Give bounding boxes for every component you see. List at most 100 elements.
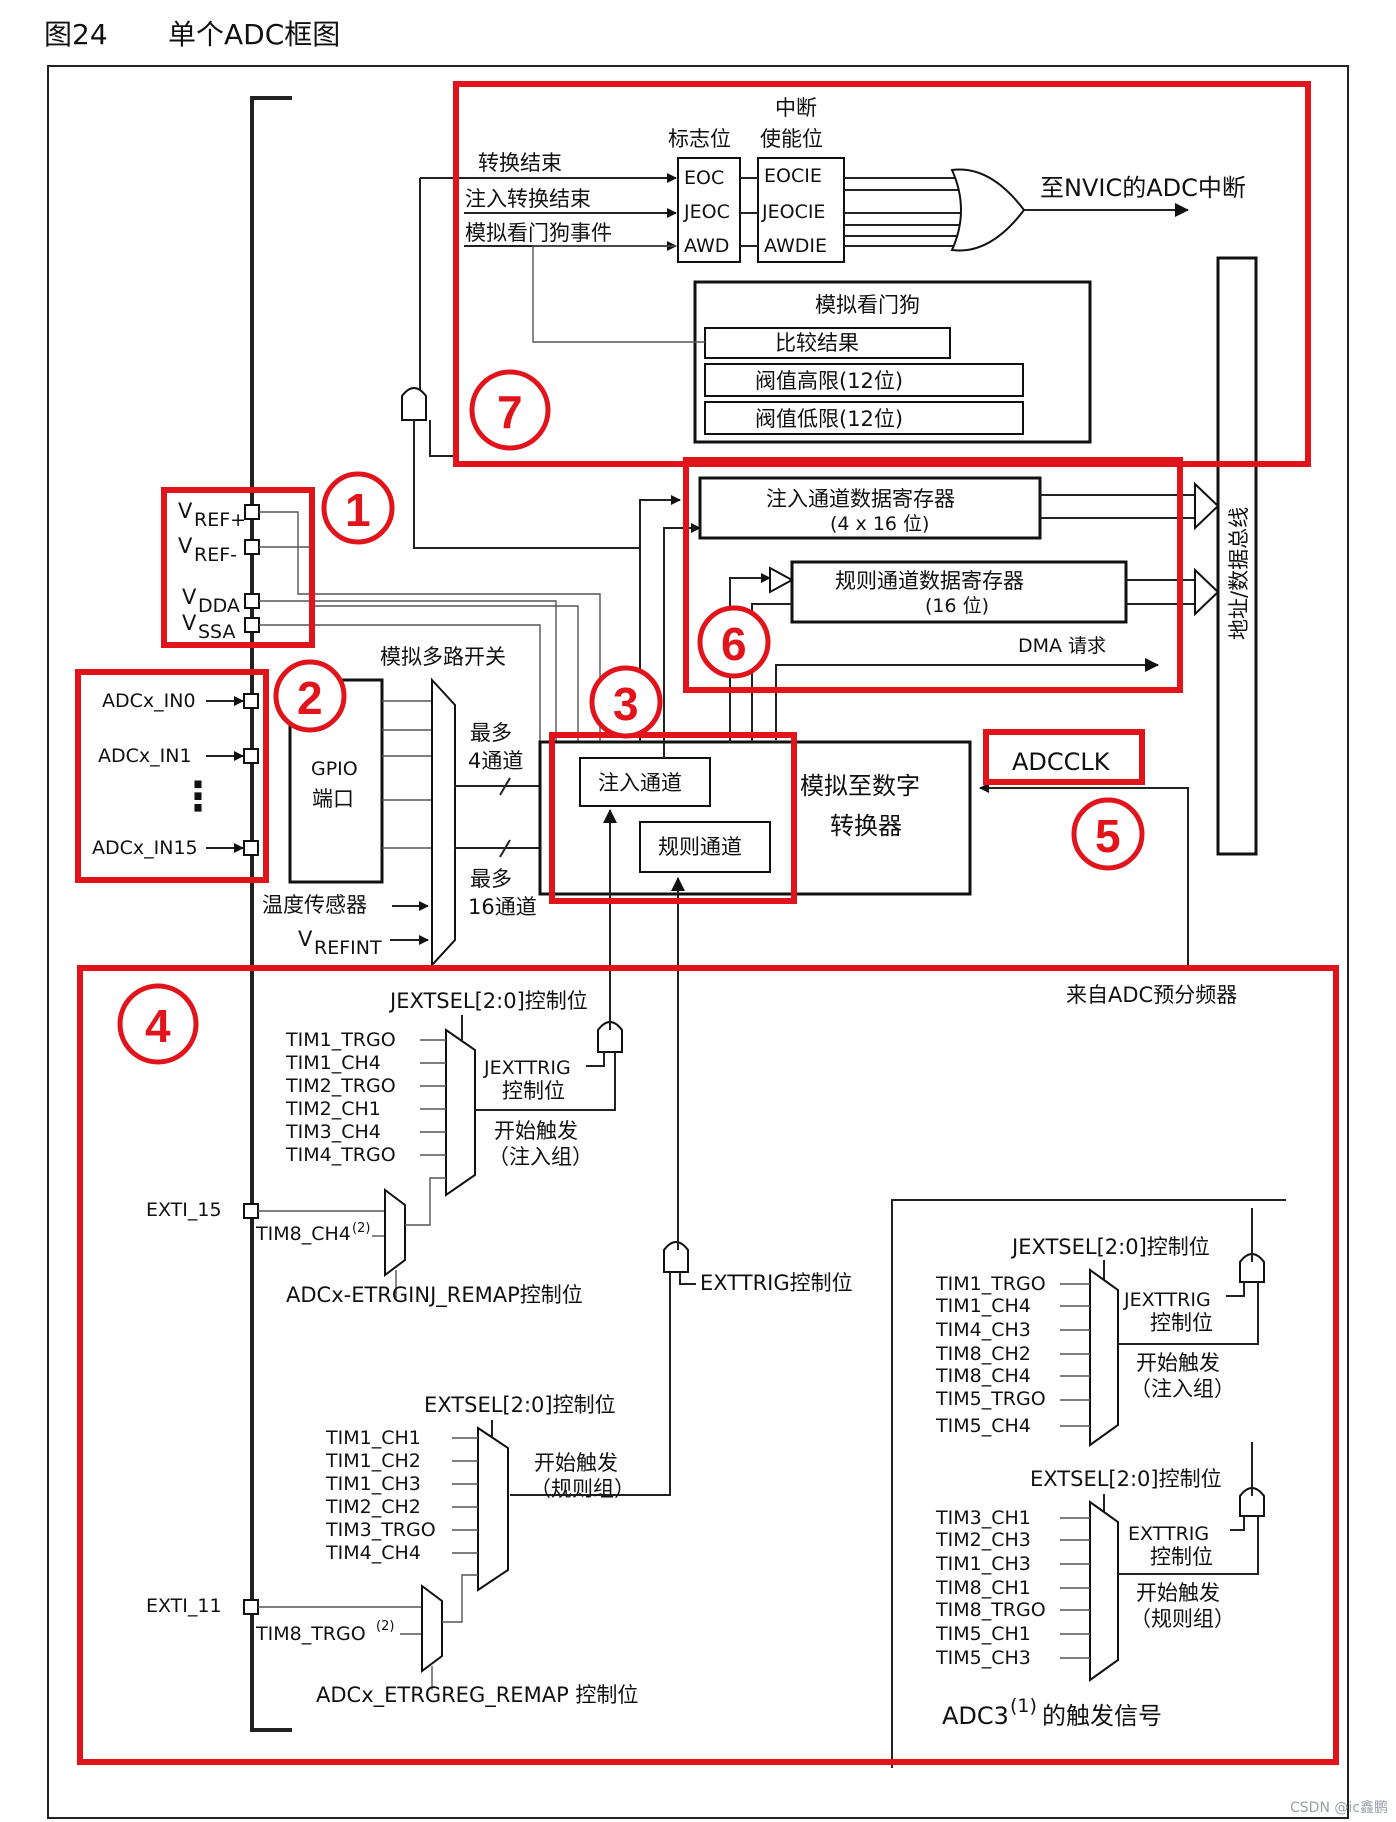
svg-text:V: V — [178, 499, 193, 523]
extsel-label: EXTSEL[2:0]控制位 — [424, 1393, 616, 1417]
enable-eocie: EOCIE — [764, 165, 822, 187]
figure-title: 单个ADC框图 — [168, 18, 340, 51]
badge-7: 7 — [497, 386, 523, 438]
region-7-outline — [453, 81, 1311, 467]
inj-input-3: TIM2_CH1 — [285, 1098, 381, 1120]
bus-label: 地址/数据总线 — [1227, 507, 1251, 640]
tim8-trgo-label: TIM8_TRGO (2) — [255, 1619, 394, 1645]
enable-bits-label: 使能位 — [760, 127, 823, 151]
adc3-reg-input-2: TIM1_CH3 — [935, 1553, 1031, 1575]
injected-data-register — [698, 476, 1042, 540]
regular-data-register — [790, 560, 1128, 624]
region-3-outline — [549, 732, 797, 904]
adc3-extsel-label: EXTSEL[2:0]控制位 — [1030, 1467, 1222, 1491]
backbone-line — [250, 96, 292, 1732]
reg-input-5: TIM4_CH4 — [325, 1542, 421, 1564]
adc3-start-inj-a: 开始触发 — [1136, 1351, 1220, 1375]
adc3-caption: ADC3 (1) 的触发信号 — [942, 1695, 1162, 1730]
flag-register — [677, 157, 741, 263]
badge-1: 1 — [345, 484, 371, 536]
exti15-label: EXTI_15 — [146, 1199, 222, 1221]
and-gate-inj — [597, 1021, 623, 1053]
start-reg-label-a: 开始触发 — [534, 1451, 618, 1475]
flag-eoc: EOC — [684, 167, 724, 189]
adc3-inj-input-6: TIM5_CH4 — [935, 1415, 1031, 1437]
adc3-inj-input-1: TIM1_CH4 — [935, 1295, 1031, 1317]
adc3-reg-inputs: TIM3_CH1 TIM2_CH3 TIM1_CH3 TIM8_CH1 TIM8… — [935, 1507, 1046, 1669]
adc3-jextsel-label: JEXTSEL[2:0]控制位 — [1010, 1235, 1210, 1259]
inj-trigger-inputs: TIM1_TRGO TIM1_CH4 TIM2_TRGO TIM2_CH1 TI… — [285, 1029, 396, 1166]
svg-text:REFINT: REFINT — [314, 937, 382, 959]
and-gate-feedback — [401, 387, 427, 421]
badge-3-circle — [589, 665, 663, 739]
tim8-ch4-label: TIM8_CH4 (2) — [255, 1221, 370, 1245]
gpio-port-label: 端口 — [312, 787, 354, 811]
adc3-inj-input-0: TIM1_TRGO — [935, 1273, 1046, 1295]
address-data-bus — [1216, 256, 1258, 856]
adc3-panel-border — [891, 1199, 1286, 1768]
enable-register — [757, 157, 845, 263]
svg-text:V: V — [178, 534, 193, 558]
svg-text:(2): (2) — [352, 1221, 370, 1236]
badge-2: 2 — [297, 672, 323, 724]
injected-register-label: 注入通道数据寄存器 — [766, 487, 955, 511]
inj-input-2: TIM2_TRGO — [285, 1075, 396, 1097]
adc3-exttrig-b: 控制位 — [1150, 1545, 1213, 1569]
vrefint-label: V REFINT — [298, 927, 382, 959]
badge-4-circle — [117, 983, 199, 1065]
badge-2-circle — [273, 659, 347, 733]
adc3-jexttrig-a: JEXTTRIG — [1123, 1289, 1211, 1311]
badge-5: 5 — [1095, 810, 1121, 862]
adc3-inj-input-4: TIM8_CH4 — [935, 1365, 1031, 1387]
vref-plus-pin: V REF+ — [178, 499, 246, 531]
exttrig-control-label: EXTTRIG控制位 — [700, 1271, 853, 1295]
input-in1: ADCx_IN1 — [98, 745, 192, 767]
threshold-low-field — [704, 401, 1024, 435]
enable-awdie: AWDIE — [764, 235, 827, 257]
max4-label-a: 最多 — [470, 721, 512, 745]
svg-text:REF-: REF- — [194, 544, 237, 566]
injected-channel-label: 注入通道 — [598, 771, 682, 795]
analog-mux — [431, 677, 456, 968]
svg-text:ADC3: ADC3 — [942, 1702, 1009, 1730]
etrginj-label: ADCx-ETRGINJ_REMAP控制位 — [286, 1283, 583, 1308]
start-inj-label-a: 开始触发 — [494, 1119, 578, 1143]
and-gate-reg — [663, 1241, 689, 1273]
badge-6: 6 — [721, 618, 747, 670]
svg-text:V: V — [298, 927, 313, 951]
gpio-label: GPIO — [311, 758, 358, 780]
adc3-start-reg-b: （规则组） — [1130, 1607, 1235, 1631]
threshold-high-label: 阀值高限(12位) — [755, 369, 903, 393]
adc3-reg-input-6: TIM5_CH3 — [935, 1647, 1031, 1669]
jexttrig-label-b: 控制位 — [502, 1079, 565, 1103]
adc3-reg-input-5: TIM5_CH1 — [935, 1623, 1031, 1645]
jextsel-label: JEXTSEL[2:0]控制位 — [388, 989, 588, 1013]
svg-text:V: V — [182, 611, 197, 635]
extsel-mux — [477, 1426, 509, 1592]
adc3-inj-input-5: TIM5_TRGO — [935, 1388, 1046, 1410]
inj-input-5: TIM4_TRGO — [285, 1144, 396, 1166]
adc3-reg-input-3: TIM8_CH1 — [935, 1577, 1031, 1599]
enable-jeocie: JEOCIE — [761, 201, 825, 223]
adc3-inj-inputs: TIM1_TRGO TIM1_CH4 TIM4_CH3 TIM8_CH2 TIM… — [935, 1273, 1046, 1437]
region-6-outline — [683, 457, 1183, 693]
start-reg-label-b: （规则组） — [530, 1477, 635, 1501]
watchdog-title: 模拟看门狗 — [815, 293, 920, 317]
jexttrig-label-a: JEXTTRIG — [483, 1057, 571, 1079]
reg-trigger-inputs: TIM1_CH1 TIM1_CH2 TIM1_CH3 TIM2_CH2 TIM3… — [325, 1427, 436, 1564]
etrginj-mux — [384, 1188, 406, 1277]
watermark: CSDN @ic鑫鹏 — [1290, 1799, 1388, 1816]
reg-input-3: TIM2_CH2 — [325, 1496, 421, 1518]
start-inj-label-b: （注入组） — [488, 1145, 593, 1169]
reg-input-1: TIM1_CH2 — [325, 1450, 421, 1472]
flag-jeoc: JEOC — [683, 201, 730, 223]
jextsel-mux — [445, 1028, 476, 1197]
badge-5-circle — [1071, 797, 1145, 871]
svg-text:REF+: REF+ — [194, 509, 246, 531]
nvic-output-label: 至NVIC的ADC中断 — [1040, 174, 1246, 202]
adc3-start-reg-a: 开始触发 — [1136, 1581, 1220, 1605]
inj-input-4: TIM3_CH4 — [285, 1121, 381, 1143]
vdda-pin: V DDA — [182, 585, 240, 617]
region-4-outline — [77, 965, 1339, 1765]
figure-number: 图24 — [44, 18, 108, 51]
